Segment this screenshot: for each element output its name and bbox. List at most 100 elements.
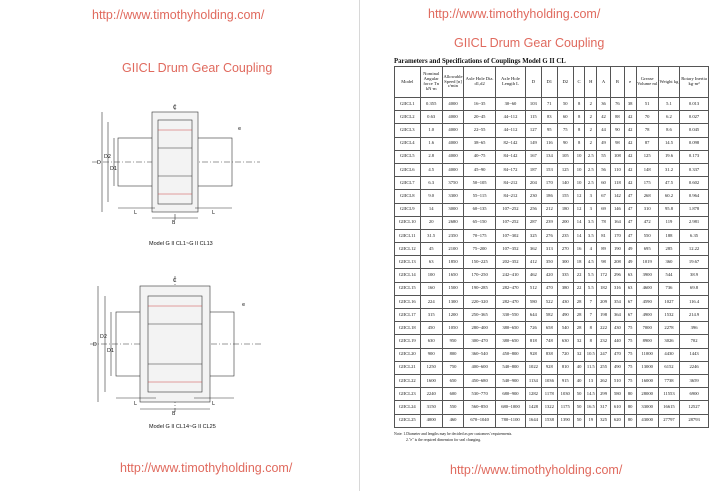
table-cell: 396 — [679, 321, 709, 336]
table-cell: 4590 — [635, 294, 659, 310]
table-cell: 38~65 — [463, 136, 497, 151]
model-cell: GIICL5 — [394, 149, 421, 164]
table-cell: 354 — [609, 294, 625, 310]
table-cell: 16~35 — [463, 96, 497, 112]
table-cell: 30~60 — [495, 96, 526, 112]
table-cell: 3 — [584, 189, 598, 204]
table-cell: 510 — [609, 373, 625, 389]
table-cell: 3.5 — [584, 228, 598, 244]
url-bottom-left[interactable]: http://www.timothyholding.com/ — [120, 461, 293, 475]
table-cell: 13000 — [635, 360, 659, 375]
drawing2-label-b: B — [172, 411, 176, 416]
table-cell: 40~75 — [463, 149, 497, 164]
table-cell: 380~650 — [495, 334, 526, 349]
drawing1-label-d1: D1 — [110, 166, 117, 172]
table-cell: 134 — [540, 149, 558, 164]
table-cell: 3150 — [419, 400, 443, 415]
model-cell: GIICL25 — [394, 413, 421, 428]
table-cell: 10 — [572, 176, 586, 191]
table-cell: 42 — [623, 110, 637, 125]
table-cell: 88 — [609, 110, 625, 125]
table-cell: 186 — [540, 189, 558, 204]
url-bottom-right[interactable]: http://www.timothyholding.com/ — [450, 463, 623, 477]
table-cell: 3000 — [441, 202, 465, 217]
table-cell: 190 — [609, 242, 625, 257]
table-cell: 0.337 — [679, 162, 709, 178]
table-cell: 0.027 — [679, 110, 709, 125]
table-cell: 81 — [596, 228, 611, 244]
model-cell: GIICL9 — [394, 202, 421, 217]
table-cell: 1.0 — [419, 123, 443, 138]
table-cell: 50 — [572, 387, 586, 402]
table-cell: 55 — [596, 149, 611, 164]
table-cell: 50 — [572, 400, 586, 415]
table-cell: 65~150 — [463, 215, 497, 230]
table-cell: 42 — [623, 136, 637, 151]
table-cell: 33000 — [635, 400, 659, 415]
table-cell: 300 — [556, 255, 574, 270]
table-cell: 540 — [556, 321, 574, 336]
drawing-1-caption: Model G II CL1~G II CL13 — [149, 241, 213, 247]
table-cell: 12.22 — [679, 242, 709, 257]
table-cell: 8.6 — [657, 123, 681, 138]
table-cell: 31.5 — [419, 228, 443, 244]
table-cell: 2 — [584, 123, 598, 138]
drawing2-label-l-left: L — [134, 401, 137, 407]
table-cell: 16 — [572, 242, 586, 257]
table-cell: 78 — [635, 123, 659, 138]
table-cell: 630 — [556, 334, 574, 349]
right-page-title: GIICL Drum Gear Coupling — [454, 36, 605, 50]
table-cell: 8 — [572, 96, 586, 112]
table-cell: 125 — [635, 149, 659, 164]
table-cell: 47 — [623, 215, 637, 230]
table-cell: 490 — [556, 307, 574, 323]
table-cell: 42 — [623, 149, 637, 164]
table-cell: 300~470 — [463, 334, 497, 349]
table-cell: 67 — [596, 189, 611, 204]
model-cell: GIICL7 — [394, 176, 421, 191]
table-cell: 70~175 — [463, 228, 497, 244]
drawing1-label-b: B — [172, 220, 176, 226]
table-cell: 0.964 — [679, 189, 709, 204]
table-cell: 180 — [556, 202, 574, 217]
table-cell: 256 — [524, 202, 542, 217]
table-cell: 325 — [524, 228, 542, 244]
table-cell: 364 — [609, 307, 625, 323]
table-cell: 316 — [609, 281, 625, 296]
table-cell: 512 — [524, 281, 542, 296]
model-cell: GIICL22 — [394, 373, 421, 389]
table-cell: 98 — [609, 136, 625, 151]
table-cell: 36 — [596, 96, 611, 112]
url-top-left[interactable]: http://www.timothyholding.com/ — [92, 8, 265, 22]
url-top-right[interactable]: http://www.timothyholding.com/ — [428, 7, 601, 21]
table-cell: 63 — [419, 255, 443, 270]
table-cell: 18 — [572, 255, 586, 270]
table-cell: 116 — [540, 136, 558, 151]
table-cell: 44~112 — [495, 123, 526, 138]
table-cell: 60 — [596, 176, 611, 191]
table-cell: 202~352 — [495, 255, 526, 270]
drawing2-label-e: e — [242, 302, 245, 308]
table-cell: 47.5 — [657, 176, 681, 191]
table-cell: 325 — [596, 413, 611, 428]
table-cell: 1538 — [540, 413, 558, 428]
table-cell: 540~900 — [495, 373, 526, 389]
table-cell: 164 — [609, 215, 625, 230]
table-cell: 462 — [524, 268, 542, 283]
column-header: Rotary Inertia kg·m² — [679, 66, 709, 98]
table-cell: 780~1100 — [495, 413, 526, 428]
model-cell: GIICL13 — [394, 255, 421, 270]
table-cell: 1022 — [524, 360, 542, 375]
table-cell: 7000 — [635, 321, 659, 336]
table-cell: 44~112 — [495, 110, 526, 125]
table-cell: 75~200 — [463, 242, 497, 257]
